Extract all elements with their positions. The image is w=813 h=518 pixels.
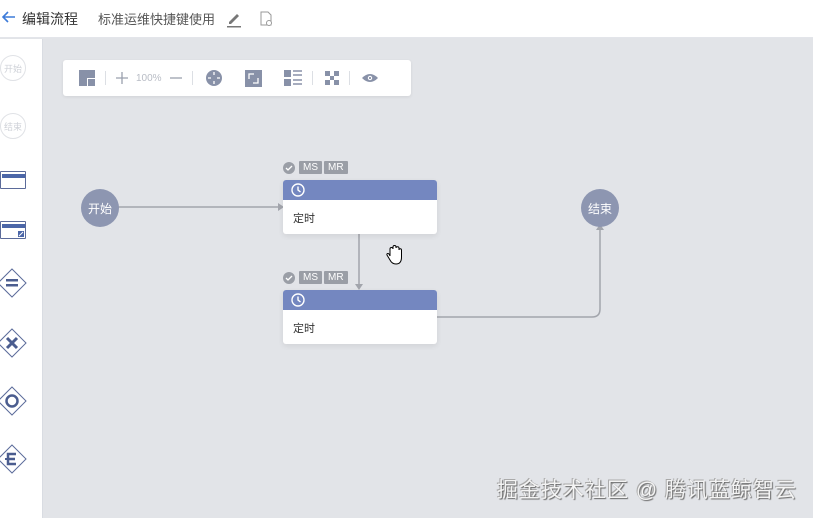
end-node[interactable]: 结束 (581, 189, 619, 227)
edit-pencil-icon[interactable] (225, 10, 243, 28)
start-node[interactable]: 开始 (81, 189, 119, 227)
badge-ms[interactable]: MS (299, 271, 322, 284)
task-header (283, 290, 437, 310)
arrow-head-icon (355, 284, 363, 290)
palette-inclusive-gateway[interactable] (0, 385, 28, 417)
zoom-in-button[interactable] (116, 72, 128, 84)
header-bar: 编辑流程 标准运维快捷键使用 (0, 0, 813, 38)
format-layout-icon[interactable] (283, 70, 302, 86)
subprocess-corner-icon (18, 231, 24, 237)
reset-position-icon[interactable] (205, 69, 223, 87)
flow-name: 标准运维快捷键使用 (98, 12, 216, 27)
zoom-out-button[interactable] (169, 72, 182, 84)
canvas-toolbar: 100% (63, 60, 411, 96)
watermark: 掘金技术社区 @ 腾讯蓝鲸智云 (497, 479, 797, 502)
badge-mr[interactable]: MR (324, 161, 348, 174)
task1-badges: MS MR (283, 161, 348, 174)
conditional-gateway-icon (0, 444, 27, 474)
subprocess-header-bar (2, 224, 25, 228)
palette-parallel-gateway[interactable] (0, 267, 28, 299)
task-header (283, 180, 437, 200)
task-node-timer-2[interactable]: 定时 (283, 290, 437, 344)
toolbar-divider (311, 71, 313, 85)
palette-exclusive-gateway[interactable] (0, 327, 28, 359)
fullscreen-icon[interactable] (244, 69, 262, 87)
task-label: 定时 (293, 323, 315, 335)
check-icon[interactable] (283, 271, 295, 284)
toolbar-divider (191, 71, 193, 85)
back-arrow-icon[interactable] (1, 10, 18, 27)
toolbar-divider (105, 71, 106, 85)
zoom-level: 100% (136, 72, 162, 84)
node-panel-icon[interactable] (79, 70, 95, 86)
inclusive-gateway-icon (0, 386, 27, 416)
check-icon[interactable] (283, 161, 295, 174)
palette-end-event[interactable]: 结束 (0, 113, 26, 139)
badge-mr[interactable]: MR (324, 271, 348, 284)
palette-task-node[interactable] (0, 171, 26, 189)
hand-cursor-icon (386, 244, 402, 265)
palette-start-event[interactable]: 开始 (0, 55, 26, 81)
node-palette: 开始 结束 (0, 39, 43, 518)
badge-ms[interactable]: MS (299, 161, 322, 174)
parallel-gateway-icon (0, 268, 27, 298)
task-node-timer-1[interactable]: 定时 (283, 180, 437, 234)
toolbar-divider (348, 71, 350, 85)
arrow-head-icon (278, 203, 284, 211)
clock-icon (291, 293, 305, 307)
arrow-head-icon (596, 224, 604, 230)
page-title: 编辑流程 (22, 10, 78, 27)
preview-eye-icon[interactable] (361, 73, 378, 83)
clock-icon (291, 183, 305, 197)
task-label: 定时 (293, 213, 315, 225)
document-settings-icon[interactable] (257, 10, 275, 28)
edge-task2-to-end[interactable] (437, 228, 601, 318)
exclusive-gateway-icon (0, 328, 27, 358)
task2-badges: MS MR (283, 271, 348, 284)
palette-conditional-parallel-gateway[interactable] (0, 443, 28, 475)
palette-subprocess-node[interactable] (0, 221, 26, 239)
task-header-bar (2, 174, 25, 178)
node-select-icon[interactable] (324, 71, 339, 85)
